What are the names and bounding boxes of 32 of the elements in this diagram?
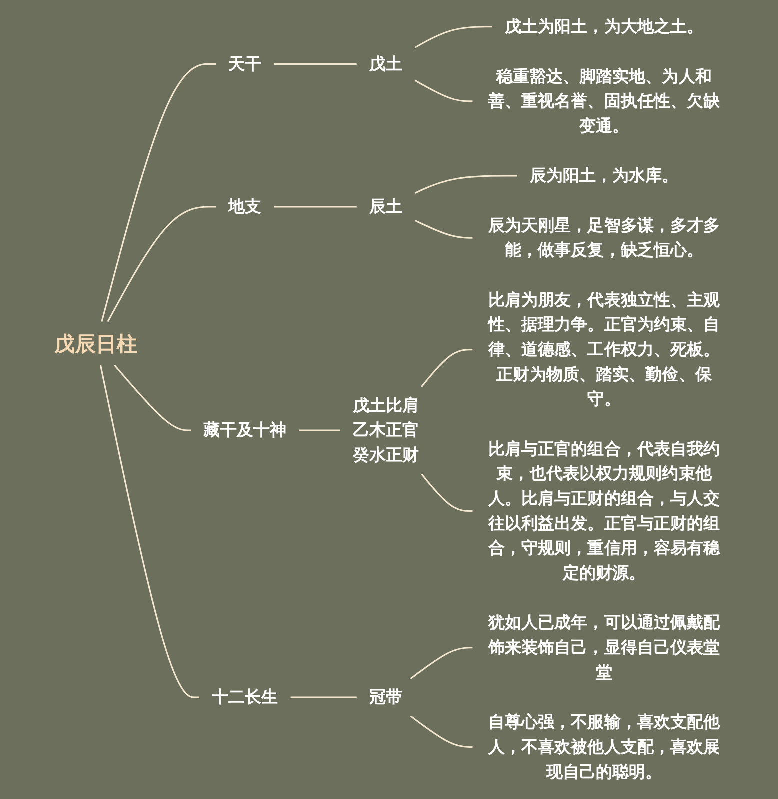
node-text: 犹如人已成年，可以通过佩戴配饰来装饰自己，显得自己仪表堂堂 <box>488 612 720 682</box>
node-text: 辰为阳土，为水库。 <box>530 166 679 186</box>
node-text: 稳重豁达、脚踏实地、为人和善、重视名誉、固执任性、欠缺变通。 <box>488 66 720 136</box>
node-text: 十二长生 <box>212 687 278 707</box>
node-text: 比肩为朋友，代表独立性、主观性、据理力争。正官为约束、自律、道德感、工作权力、死板。正财为物质、踏实、勤俭、保守。 <box>488 290 720 409</box>
connector <box>298 430 340 432</box>
node-text: 戊土比肩 乙木正官 癸水正财 <box>352 395 420 465</box>
connector <box>290 696 357 698</box>
connector <box>274 206 357 208</box>
connector <box>101 63 216 322</box>
connector <box>274 63 357 65</box>
node-text: 藏干及十神 <box>204 420 287 440</box>
connector <box>414 80 473 102</box>
connector <box>410 716 473 748</box>
node-text: 冠带 <box>369 687 402 707</box>
node-text: 天干 <box>228 54 262 74</box>
node-text: 戊辰日柱 <box>54 331 138 356</box>
connector <box>410 647 473 680</box>
node-text: 比肩与正官的组合，代表自我约束，也代表以权力规则约束他人。比肩与正财的组合，与人交往以利益出发。正官与正财的组合，守规则，重信用，容易有稳定的财源。 <box>488 438 720 583</box>
node-text: 辰为天刚星，足智多谋，多才多能，做事反复，缺乏恒心。 <box>488 215 720 260</box>
node-text: 戊土 <box>369 54 402 74</box>
connector <box>414 26 492 49</box>
connector <box>414 175 518 194</box>
node-text: 辰土 <box>369 196 402 216</box>
connector <box>420 349 473 388</box>
connector <box>107 206 216 322</box>
connector <box>114 364 192 432</box>
node-text: 戊土为阳土，为大地之土。 <box>504 16 704 36</box>
connector <box>414 220 473 239</box>
node-text: 自尊心强，不服输，喜欢支配他人，不喜欢被他人支配，喜欢展现自己的聪明。 <box>488 712 720 782</box>
connector <box>100 365 200 698</box>
connector <box>420 474 473 512</box>
